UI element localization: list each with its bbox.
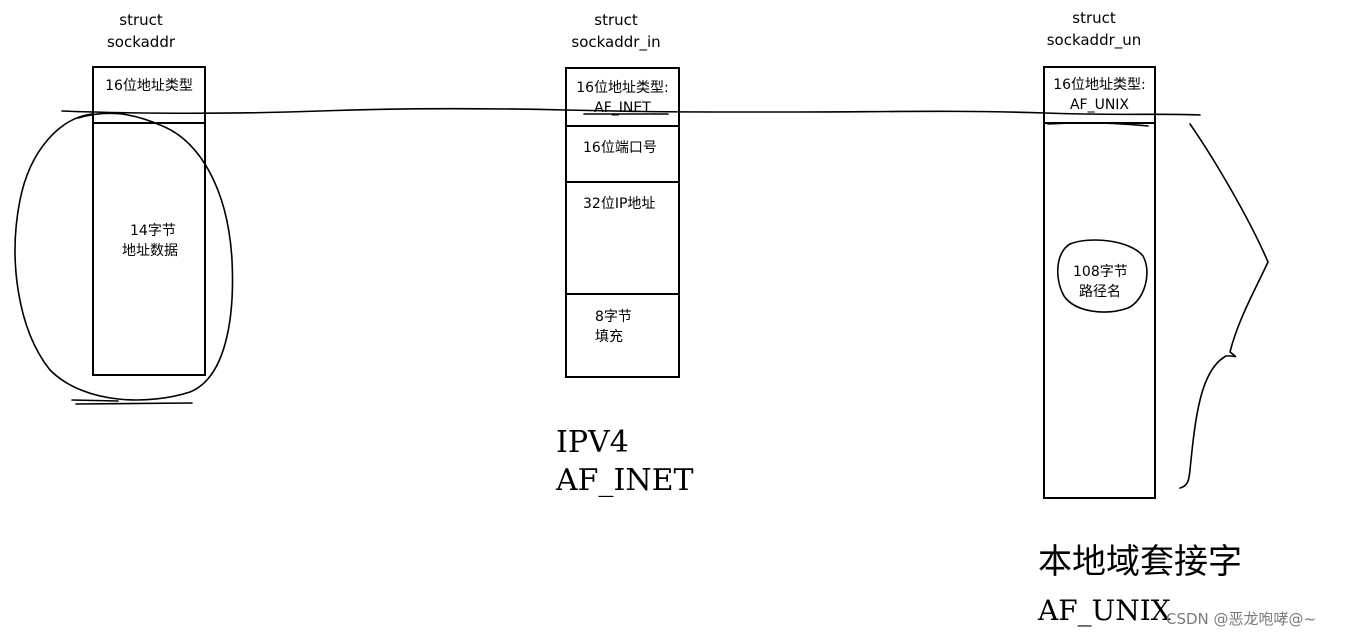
sockaddr-in-port-label: 16位端口号: [583, 140, 657, 156]
sockaddr-in-pad-line1: 8字节: [595, 309, 632, 325]
sockaddr-in-ip-field: 32位IP地址: [567, 181, 678, 293]
sockaddr-un-title: struct sockaddr_un: [1036, 7, 1152, 51]
ipv4-label: IPV4 AF_INET: [556, 424, 694, 500]
sockaddr-title-line2: sockaddr: [106, 33, 176, 51]
sockaddr-in-pad-line2: 填充: [595, 329, 623, 345]
sockaddr-in-title: struct sockaddr_in: [560, 9, 672, 53]
right-brace: [1179, 123, 1269, 489]
ipv4-label-line2: AF_INET: [556, 463, 694, 498]
sockaddr-family-label: 16位地址类型: [105, 78, 193, 94]
sockaddr-underline-1: [71, 399, 119, 402]
sockaddr-title-line1: struct: [119, 11, 163, 29]
sockaddr-data-field: 14字节 地址数据: [94, 122, 204, 376]
sockaddr-title: struct sockaddr: [96, 9, 186, 53]
sockaddr-un-family-field: 16位地址类型: AF_UNIX: [1043, 75, 1156, 115]
sockaddr-un-path-field: 108字节 路径名: [1045, 122, 1154, 499]
sockaddr-in-pad-field: 8字节 填充: [567, 293, 678, 378]
sockaddr-un-title-line1: struct: [1072, 9, 1116, 27]
sockaddr-un-path-line1: 108字节: [1073, 264, 1128, 280]
sockaddr-in-family-line1: 16位地址类型:: [576, 80, 669, 96]
sockaddr-box: 16位地址类型 14字节 地址数据: [92, 66, 206, 376]
sockaddr-in-title-line2: sockaddr_in: [571, 33, 661, 51]
sockaddr-in-title-line1: struct: [594, 11, 638, 29]
sockaddr-data-line2: 地址数据: [122, 243, 178, 259]
sockaddr-underline-2: [75, 402, 193, 405]
sockaddr-family-field: 16位地址类型: [92, 76, 206, 96]
sockaddr-un-family-line2: AF_UNIX: [1069, 97, 1130, 113]
unix-label-line2: AF_UNIX: [1038, 594, 1171, 627]
sockaddr-in-family-field: 16位地址类型: AF_INET: [565, 78, 680, 118]
sockaddr-in-box: 16位地址类型: AF_INET 16位端口号 32位IP地址 8字节 填充: [565, 67, 680, 378]
sockaddr-un-title-line2: sockaddr_un: [1046, 31, 1142, 49]
sockaddr-in-family-line2: AF_INET: [594, 100, 651, 116]
ipv4-label-line1: IPV4: [556, 425, 629, 460]
sockaddr-un-path-line2: 路径名: [1079, 284, 1121, 300]
sockaddr-un-family-line1: 16位地址类型:: [1053, 77, 1146, 93]
sockaddr-un-box: 16位地址类型: AF_UNIX 108字节 路径名: [1043, 66, 1156, 499]
unix-label-line1: 本地域套接字: [1038, 542, 1242, 582]
sockaddr-in-ip-label: 32位IP地址: [583, 196, 656, 212]
sockaddr-in-port-field: 16位端口号: [567, 125, 678, 181]
watermark: CSDN @恶龙咆哮@~: [1166, 610, 1317, 628]
sockaddr-data-line1: 14字节: [130, 223, 176, 239]
